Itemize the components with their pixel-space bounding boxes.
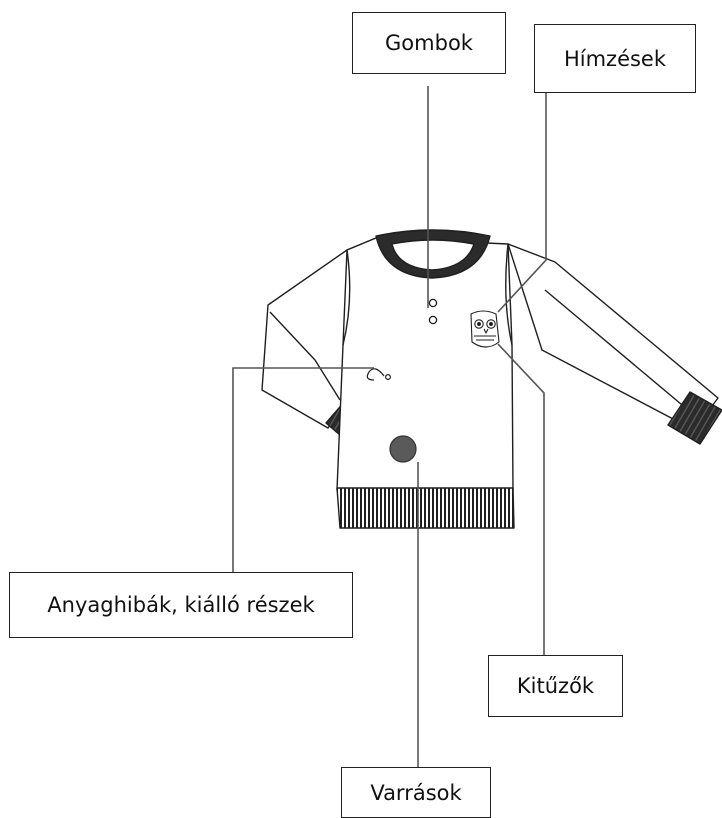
owl-embroidery-icon (470, 310, 500, 348)
label-gombok: Gombok (352, 12, 506, 74)
leader-himzesek (497, 93, 547, 313)
label-anyaghibak: Anyaghibák, kiálló részek (9, 572, 353, 638)
bottom-rib (336, 487, 515, 529)
seam-marker-dot (389, 435, 417, 463)
sweater-illustration (261, 229, 722, 529)
right-cuff (667, 391, 722, 445)
button-top (428, 298, 438, 308)
collar-inner (391, 239, 475, 271)
button-bottom (428, 315, 438, 325)
label-kituzok: Kitűzők (488, 655, 623, 717)
right-sleeve-crease (544, 289, 701, 421)
right-armhole-seam (505, 243, 513, 346)
label-himzesek: Hímzések (534, 24, 696, 93)
leader-lines (232, 86, 547, 767)
leader-kituzok (497, 343, 545, 655)
left-sleeve-crease (269, 311, 341, 401)
label-varrasok: Varrások (341, 767, 491, 818)
left-armhole-seam (342, 249, 351, 346)
pin-defect-icon (366, 368, 392, 381)
leader-anyaghibak (232, 367, 374, 572)
